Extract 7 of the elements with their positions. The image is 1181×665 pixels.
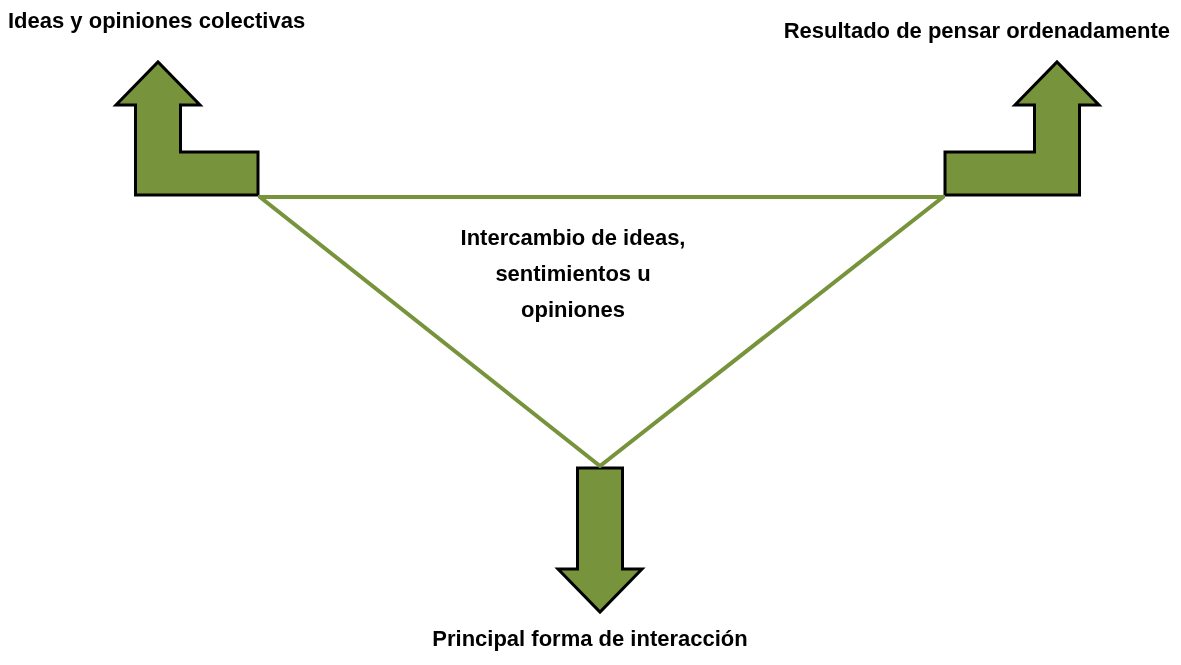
arrow-label: Principal forma de interacción [431, 626, 749, 652]
center-text: Intercambio de ideas, sentimientos u opiniones [459, 224, 687, 324]
block-arrow [112, 59, 260, 197]
block-arrow [554, 466, 646, 615]
block-arrow [943, 59, 1103, 197]
arrow-label: Resultado de pensar ordenadamente [782, 18, 1170, 44]
arrow-label: Ideas y opiniones colectivas [8, 8, 307, 34]
